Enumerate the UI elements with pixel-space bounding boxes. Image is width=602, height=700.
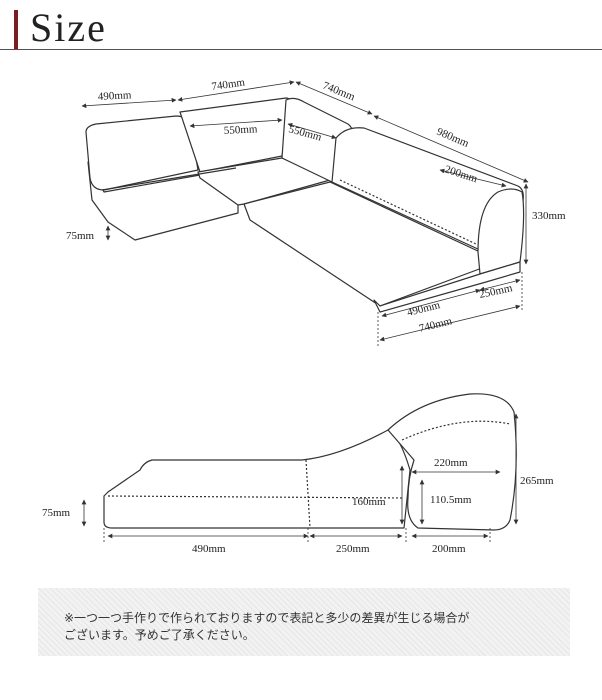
dim-side-490: 490mm [192,543,226,555]
header-divider [0,49,602,50]
disclaimer-line-2: ございます。予めご了承ください。 [64,628,255,642]
page-title: Size [30,5,107,50]
sofa-top-view [85,97,525,313]
side-seat-and-back [103,429,411,529]
dim-740-bottom: 740mm [418,315,454,335]
left-seat-cushion [87,161,239,241]
header-accent-bar [14,10,18,50]
dim-side-75: 75mm [42,507,71,519]
disclaimer-text: ※一つ一つ手作りで作られておりますので表記と多少の差異が生じる場合が ございます… [64,610,554,644]
size-header: Size [0,0,602,60]
side-view-dimension-lines [81,413,519,542]
disclaimer-line-1: ※一つ一つ手作りで作られておりますので表記と多少の差異が生じる場合が [64,611,470,625]
top-view-dimension-lines [81,80,529,346]
dim-550-a: 550mm [224,123,259,137]
dim-top-490: 490mm [98,89,133,103]
dim-75-top: 75mm [66,230,95,242]
dim-250-top: 250mm [478,282,514,301]
dim-side-220: 220mm [434,457,468,469]
dim-side-250: 250mm [336,543,370,555]
dim-side-160: 160mm [352,496,386,508]
dim-top-740: 740mm [211,76,246,93]
dim-980: 980mm [435,126,471,150]
dim-330: 330mm [532,210,566,222]
dim-side-110-5: 110.5mm [430,494,472,506]
dim-side-265: 265mm [520,475,554,487]
dim-side-200: 200mm [432,543,466,555]
chaise-headrest [477,188,525,275]
disclaimer-note: ※一つ一つ手作りで作られておりますので表記と多少の差異が生じる場合が ございます… [38,588,570,656]
